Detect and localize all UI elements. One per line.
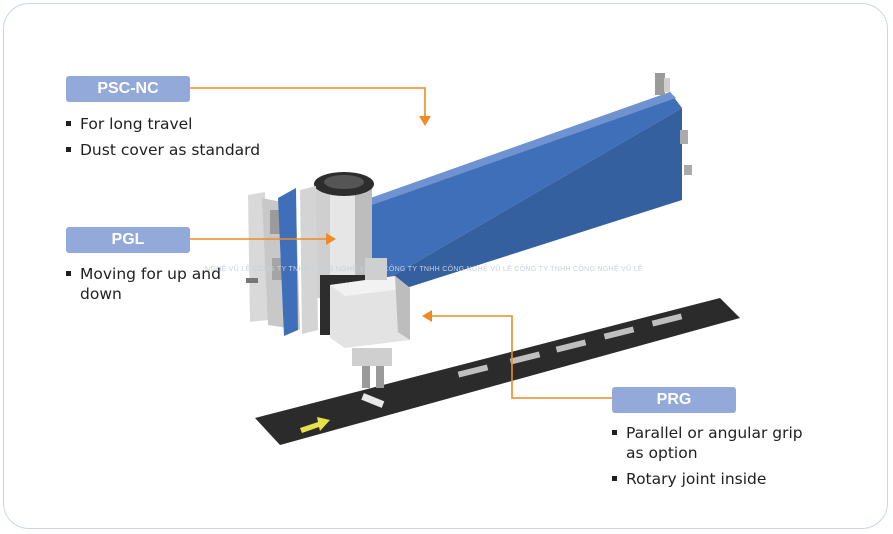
- psc-nc-tag: PSC-NC: [66, 76, 190, 102]
- prg-bullet: Parallel or angular grip as option: [612, 423, 822, 463]
- pgl-bullet: Moving for up and down: [66, 264, 231, 304]
- flow-direction-arrow-icon: [300, 417, 330, 433]
- watermark-text: NGHỆ VŨ LÊ CÔNG TY TNHH CÔNG NGHỆ VŨ LÊ …: [205, 266, 643, 273]
- carriage-plate: [248, 192, 268, 322]
- prg-callout-line: [430, 315, 612, 399]
- workpiece: [361, 393, 385, 408]
- prg-bullet: Rotary joint inside: [612, 469, 822, 489]
- psc-callout-line: [190, 87, 426, 118]
- pgl-tag: PGL: [66, 227, 190, 253]
- psc-arrowhead-icon: [419, 116, 431, 126]
- belt-slots: [457, 313, 683, 378]
- callout-arrows: [190, 87, 612, 399]
- psc-actuator-body: [365, 92, 682, 282]
- psc-nc-bullet-list: For long travel Dust cover as standard: [66, 114, 296, 166]
- pgl-arrowhead-icon: [326, 233, 336, 245]
- psc-nc-bullet: Dust cover as standard: [66, 140, 296, 160]
- prg-arrowhead-icon: [422, 310, 432, 322]
- pgl-bullet-list: Moving for up and down: [66, 264, 231, 310]
- prg-bullet-list: Parallel or angular grip as option Rotar…: [612, 423, 822, 495]
- psc-nc-bullet: For long travel: [66, 114, 296, 134]
- prg-tag: PRG: [612, 387, 736, 413]
